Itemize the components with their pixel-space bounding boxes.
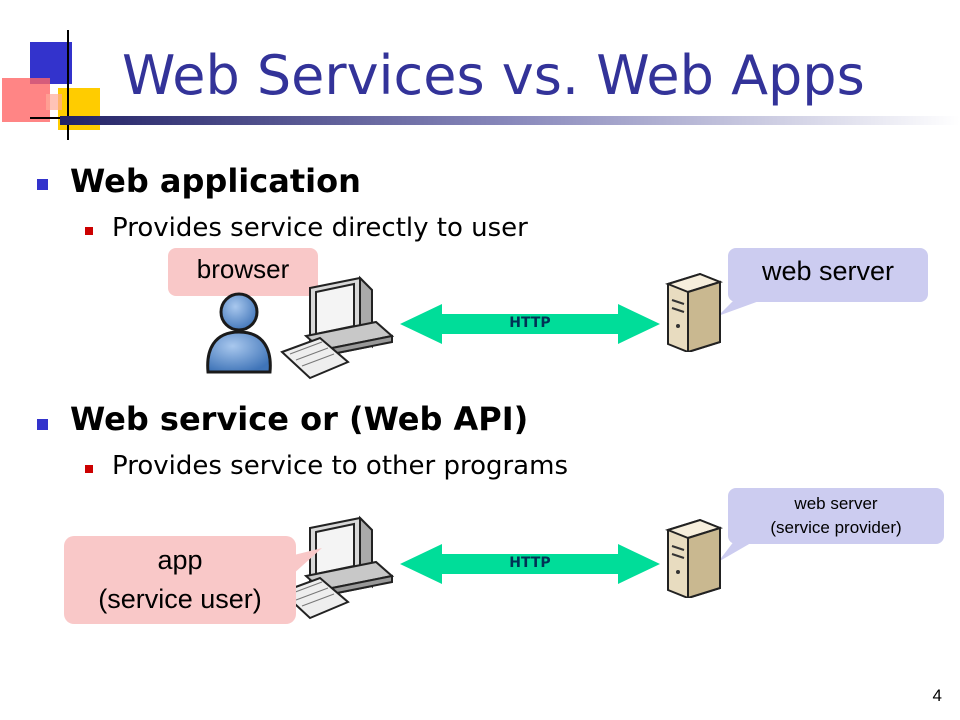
bullet-marker (37, 419, 48, 430)
bullet-marker (37, 179, 48, 190)
server-icon (665, 518, 723, 598)
http-arrow (400, 544, 660, 584)
web-service-subpoint: Provides service to other programs (112, 451, 568, 481)
browser-callout (168, 248, 318, 296)
web-server-label: web server (761, 256, 895, 286)
title-underline (60, 116, 960, 125)
service-provider-label-line2: (service provider) (770, 518, 902, 537)
page-number: 4 (932, 686, 942, 705)
app-label-line1: app (157, 545, 203, 575)
web-application-heading: Web application (70, 162, 361, 200)
desktop-computer-icon (280, 275, 395, 380)
http-label: HTTP (509, 555, 551, 571)
sub-bullet-marker (85, 227, 93, 235)
web-server-callout (728, 248, 928, 302)
app-label-line2: (service user) (98, 584, 262, 614)
slide-title: Web Services vs. Web Apps (122, 44, 865, 107)
browser-label: browser (196, 254, 290, 284)
http-label: HTTP (509, 315, 551, 331)
app-callout (64, 536, 296, 624)
sub-bullet-marker (85, 465, 93, 473)
web-service-heading: Web service or (Web API) (70, 400, 529, 438)
http-arrow (400, 304, 660, 344)
service-provider-label-line1: web server (794, 494, 878, 513)
web-application-subpoint: Provides service directly to user (112, 213, 528, 243)
service-provider-callout (728, 488, 944, 544)
server-icon (665, 272, 723, 352)
desktop-computer-icon (280, 515, 395, 620)
user-icon (206, 292, 272, 374)
